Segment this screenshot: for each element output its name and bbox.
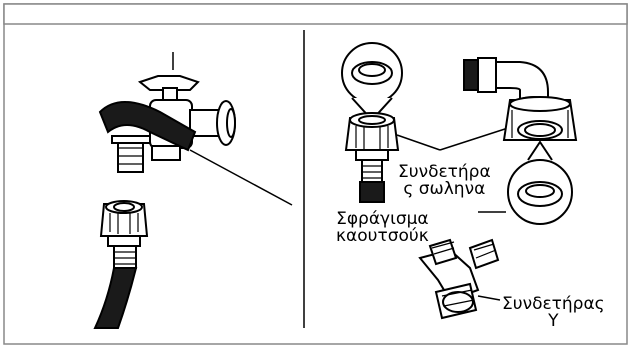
hose-connector-icon (346, 113, 398, 202)
hose-nut-icon (95, 201, 147, 328)
hose-connector-label-line2: ς σωληνα (398, 181, 491, 198)
connector-pointers (397, 128, 508, 150)
seal-magnifier-icon-2 (508, 142, 572, 224)
hose-connector-label: Συνδετήρα ς σωληνα (398, 164, 491, 198)
top-divider (4, 4, 627, 24)
y-connector-label: Συνδετήρας Y (502, 296, 605, 330)
y-pointer (478, 296, 500, 300)
y-connector-icon (420, 240, 498, 318)
rubber-seal-label: Σφράγισμα καουτσούκ (336, 211, 429, 245)
seal-magnifier-icon (342, 43, 402, 120)
y-nut-icon (504, 97, 576, 140)
rubber-seal-label-line2: καουτσούκ (336, 228, 429, 245)
y-connector-label-line2: Y (502, 313, 605, 330)
